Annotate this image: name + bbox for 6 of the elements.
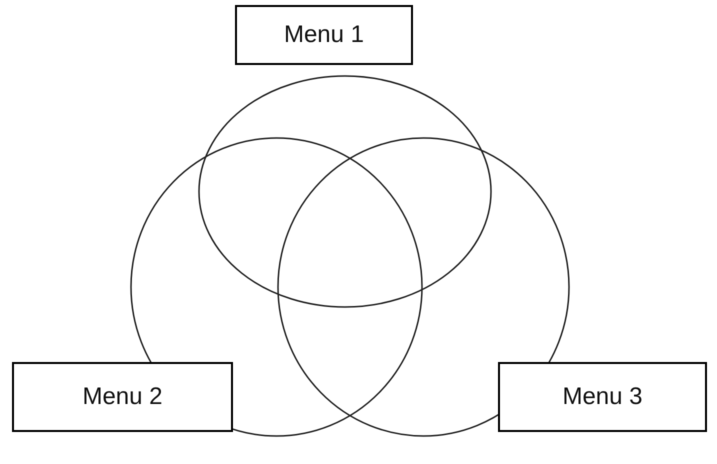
menu-box xyxy=(498,362,707,432)
menu-box xyxy=(12,362,233,432)
menu-box xyxy=(235,5,413,65)
menu-label: Menu 1 xyxy=(284,21,364,49)
menu-label: Menu 2 xyxy=(82,383,163,411)
menu-label: Menu 3 xyxy=(562,383,643,411)
